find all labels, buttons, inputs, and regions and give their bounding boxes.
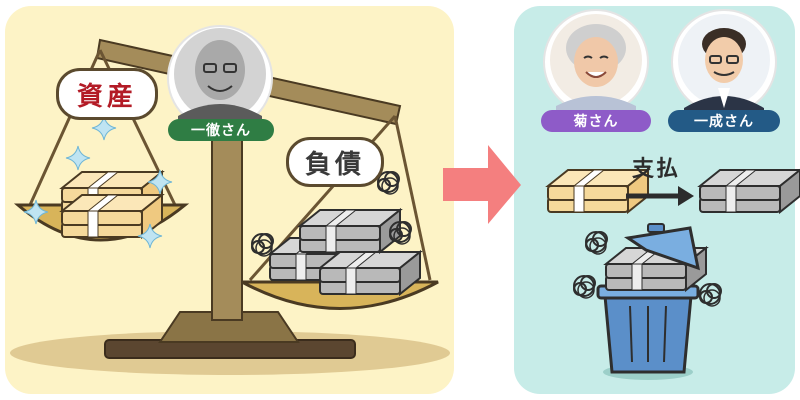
arrow-right-icon <box>626 186 694 206</box>
scribble-icon <box>699 283 722 307</box>
name-tag-kazunari: 一成さん <box>668 110 780 132</box>
money-bundle-icon <box>699 169 800 213</box>
scribble-icon <box>251 233 274 257</box>
name-tag-kiku: 菊さん <box>541 110 651 132</box>
scribble-icon <box>585 231 608 255</box>
money-bundle-icon <box>299 209 401 253</box>
debt-pan <box>241 171 439 310</box>
scribble-icon <box>377 171 400 195</box>
money-bundle-icon <box>319 251 421 295</box>
debt-label: 負債 <box>286 137 384 187</box>
avatar-kazunari <box>671 9 777 115</box>
scribble-icon <box>573 275 596 299</box>
name-tag-issei: 一徹さん <box>168 119 274 141</box>
avatar-kiku <box>543 9 649 115</box>
asset-pan <box>13 115 190 249</box>
arrow-right-icon <box>443 145 521 224</box>
avatar-issei <box>167 25 273 131</box>
asset-label: 資産 <box>56 68 158 120</box>
trash-can-icon <box>573 223 722 380</box>
payment-label: 支払 <box>631 157 680 182</box>
sparkle-icon <box>65 145 91 171</box>
